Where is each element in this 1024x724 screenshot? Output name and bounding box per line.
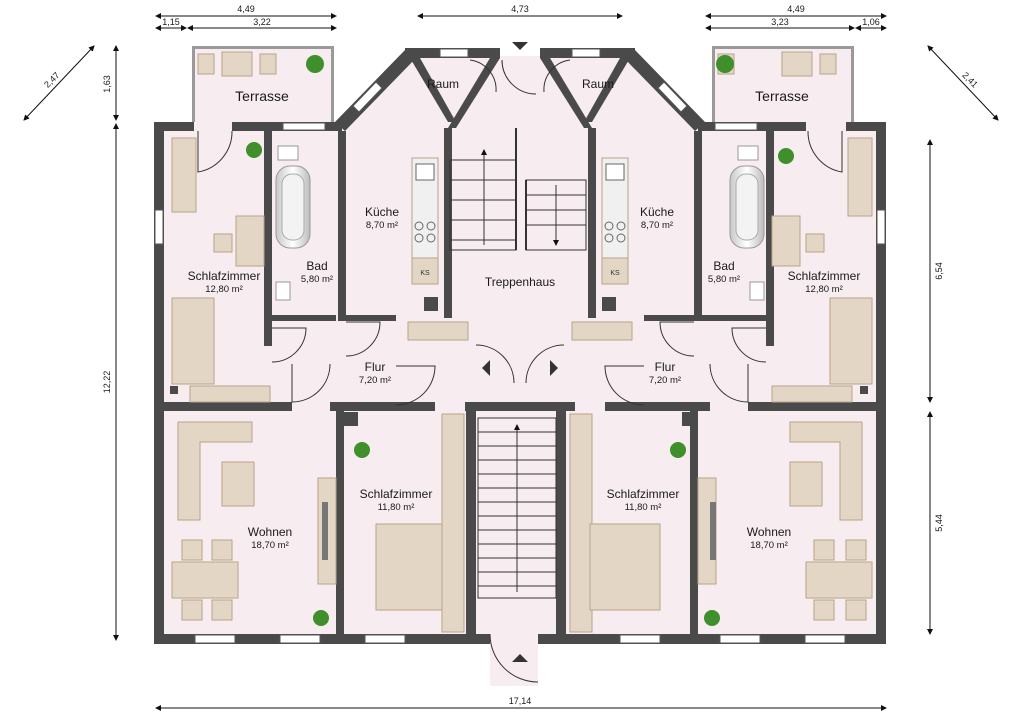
room-labels: Terrasse Terrasse Raum Raum Küche 8,70 m… [188,77,861,551]
room-name-raum-left: Raum [427,77,459,91]
dim-top-right-b: 1,06 [862,17,880,27]
room-area-schlafzimmer-bottom-left: 11,80 m² [378,502,415,513]
room-area-kueche-right: 8,70 m² [641,220,673,231]
room-area-wohnen-left: 18,70 m² [251,540,289,551]
stairs-upper [449,128,587,251]
fridge-label-left: KS [420,270,430,277]
room-name-terrasse-right: Terrasse [755,88,809,104]
bathtubs [275,145,765,301]
room-name-terrasse-left: Terrasse [235,88,289,104]
room-name-treppenhaus: Treppenhaus [485,275,555,289]
tv-screens [322,502,716,560]
room-name-schlafzimmer-top-right: Schlafzimmer [788,269,861,283]
furniture [171,51,873,633]
room-name-bad-left: Bad [306,259,327,273]
room-area-wohnen-right: 18,70 m² [750,540,788,551]
room-name-kueche-left: Küche [365,205,399,219]
entry-markers [482,42,558,662]
dimension-lines [23,13,999,711]
dim-right-upper: 6,54 [934,262,944,280]
dim-diag-right: 2,41 [960,70,979,89]
room-name-raum-right: Raum [582,77,614,91]
doors [197,59,843,683]
fridge-label-right: KS [610,270,620,277]
room-name-wohnen-right: Wohnen [747,525,791,539]
room-name-schlafzimmer-bottom-right: Schlafzimmer [607,487,680,501]
stairs-lower [477,417,557,599]
dim-top-center: 4,73 [511,4,529,14]
dim-top-left-total: 4,49 [237,4,255,14]
dim-left-height: 12,22 [102,371,112,394]
dim-diag-left: 2,47 [42,70,61,89]
room-name-kueche-right: Küche [640,205,674,219]
plants [246,55,794,626]
dim-top-left-b: 3,22 [253,17,271,27]
dim-right-lower: 5,44 [934,514,944,532]
room-name-flur-left: Flur [365,360,386,374]
room-name-wohnen-left: Wohnen [248,525,292,539]
room-name-schlafzimmer-top-left: Schlafzimmer [188,269,261,283]
room-area-flur-right: 7,20 m² [649,375,681,386]
room-area-schlafzimmer-top-right: 12,80 m² [805,284,843,295]
room-area-kueche-left: 8,70 m² [366,220,398,231]
dim-top-right-a: 3,23 [771,17,789,27]
room-area-bad-left: 5,80 m² [301,274,333,285]
dim-left-terrace: 1,63 [102,75,112,93]
windows [154,48,886,644]
room-name-schlafzimmer-bottom-left: Schlafzimmer [360,487,433,501]
room-area-schlafzimmer-bottom-right: 11,80 m² [625,502,662,513]
dim-top-right-total: 4,49 [787,4,805,14]
dim-top-left-a: 1,15 [162,17,180,27]
room-name-flur-right: Flur [655,360,676,374]
room-area-flur-left: 7,20 m² [359,375,391,386]
room-area-bad-right: 5,80 m² [708,274,740,285]
room-area-schlafzimmer-top-left: 12,80 m² [205,284,243,295]
dim-bottom-width: 17,14 [509,696,532,706]
stoves [414,163,626,243]
room-name-bad-right: Bad [713,259,734,273]
